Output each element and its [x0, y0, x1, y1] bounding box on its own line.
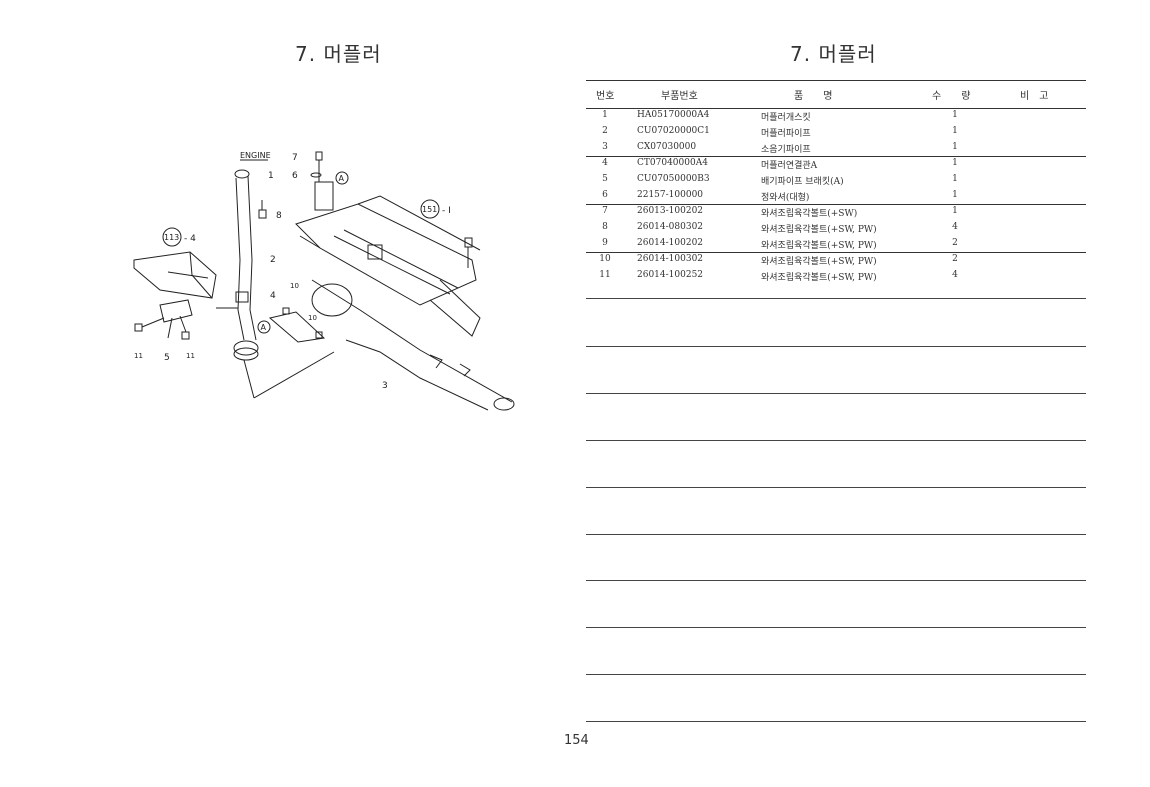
bolt-7 — [315, 151, 323, 161]
callout-6: 6 — [292, 171, 298, 181]
connector-ring — [233, 340, 259, 356]
diagram-callouts: ENGINE 1 2 3 4 5 6 7 8 10 10 11 11 A A 1… — [134, 151, 451, 391]
table-row: 2 CU07020000C1 머플러파이프 1 — [602, 126, 958, 139]
table-row: 11 26014-100252 와셔조립육각볼트(+SW, PW) 4 — [599, 270, 958, 283]
callout-11b: 11 — [186, 352, 195, 360]
table-row: 6 22157-100000 정와셔(대형) 1 — [602, 190, 958, 203]
engine-label: ENGINE — [240, 151, 271, 160]
table-row: 10 26014-100302 와셔조립육각볼트(+SW, PW) 2 — [599, 254, 958, 267]
table-row: 7 26013-100202 와셔조립육각볼트(+SW) 1 — [602, 206, 958, 219]
table-row: 4 CT07040000A4 머플러연결관A 1 — [602, 158, 958, 171]
top-bracket — [314, 181, 334, 211]
header-remarks: 비 고 — [1020, 91, 1049, 102]
header-no: 번호 — [596, 91, 615, 102]
callout-3: 3 — [382, 381, 388, 391]
header-name: 품 명 — [794, 91, 833, 102]
page-title-left: 7. 머플러 — [295, 42, 382, 66]
table-row: 1 HA05170000A4 머플러개스킷 1 — [602, 110, 958, 123]
bolt-11-right — [181, 331, 190, 340]
bolt-8 — [258, 209, 267, 219]
bolt-11-left — [134, 323, 143, 332]
table-row: 5 CU07050000B3 배기파이프 브래킷(A) 1 — [602, 174, 958, 187]
header-qty: 수 량 — [932, 91, 971, 102]
blank-rule — [586, 674, 1086, 675]
blank-rule — [586, 298, 1086, 299]
callout-8: 8 — [276, 211, 282, 221]
blank-rule — [586, 534, 1086, 535]
bracket-5 — [159, 299, 193, 323]
blank-rule — [586, 721, 1086, 722]
page-title-right: 7. 머플러 — [790, 42, 877, 66]
header-bottom-rule — [586, 108, 1086, 109]
muffler-exploded-diagram: ENGINE 1 2 3 4 5 6 7 8 10 10 11 11 A A 1… — [133, 151, 515, 411]
blank-rule — [586, 627, 1086, 628]
callout-11a: 11 — [134, 352, 143, 360]
table-row: 8 26014-080302 와셔조립육각볼트(+SW, PW) 4 — [602, 222, 958, 235]
callout-7: 7 — [292, 153, 298, 163]
blank-rule — [586, 346, 1086, 347]
silencer-pipe-3 — [311, 279, 513, 403]
blank-rule — [586, 393, 1086, 394]
muffler-pipe-2 — [235, 177, 245, 341]
callout-1: 1 — [268, 171, 274, 181]
callout-4: 4 — [270, 291, 276, 301]
washer-6 — [310, 172, 322, 178]
table-row: 9 26014-100202 와셔조립육각볼트(+SW, PW) 2 — [602, 238, 958, 251]
callout-10b: 10 — [308, 314, 317, 322]
ref-a-top: A — [339, 174, 345, 183]
vehicle-frame — [295, 203, 477, 306]
callout-5: 5 — [164, 353, 170, 363]
header-part-no: 부품번호 — [661, 91, 698, 102]
bolt-10-b — [315, 331, 323, 339]
blank-rule — [586, 580, 1086, 581]
callout-10a: 10 — [290, 282, 299, 290]
table-top-rule — [586, 80, 1086, 81]
ref-a-bottom: A — [261, 323, 267, 332]
heat-shield-113 — [133, 251, 217, 299]
ref-113: 113 — [164, 233, 179, 242]
bolt-10-a — [282, 307, 290, 315]
blank-rule — [586, 487, 1086, 488]
table-row: 3 CX07030000 소음기파이프 1 — [602, 142, 958, 155]
blank-rule — [586, 440, 1086, 441]
ref-151-suffix: - I — [442, 206, 451, 216]
ref-113-suffix: - 4 — [184, 234, 196, 244]
page-number: 154 — [564, 733, 589, 748]
ref-151: 151 — [422, 205, 437, 214]
callout-2: 2 — [270, 255, 276, 265]
